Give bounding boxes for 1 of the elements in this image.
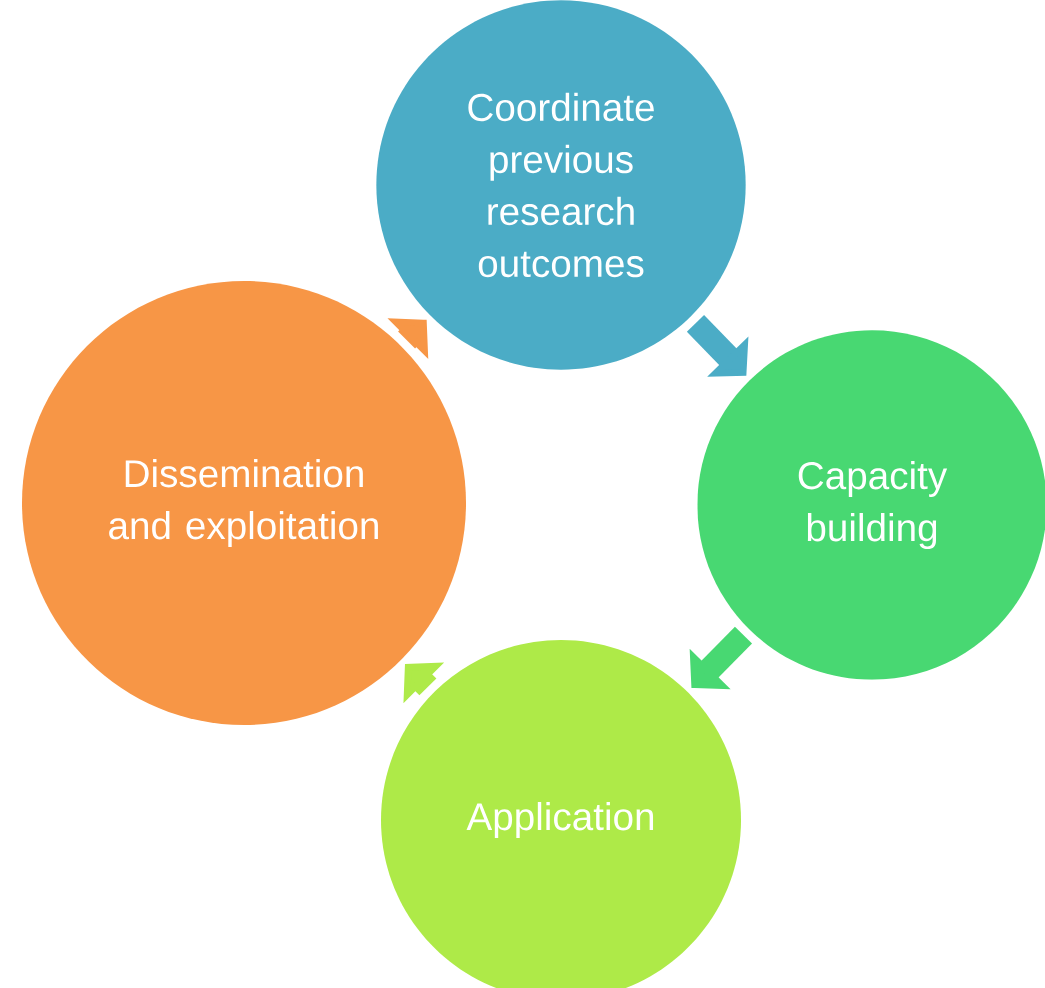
arrow xyxy=(686,315,749,377)
